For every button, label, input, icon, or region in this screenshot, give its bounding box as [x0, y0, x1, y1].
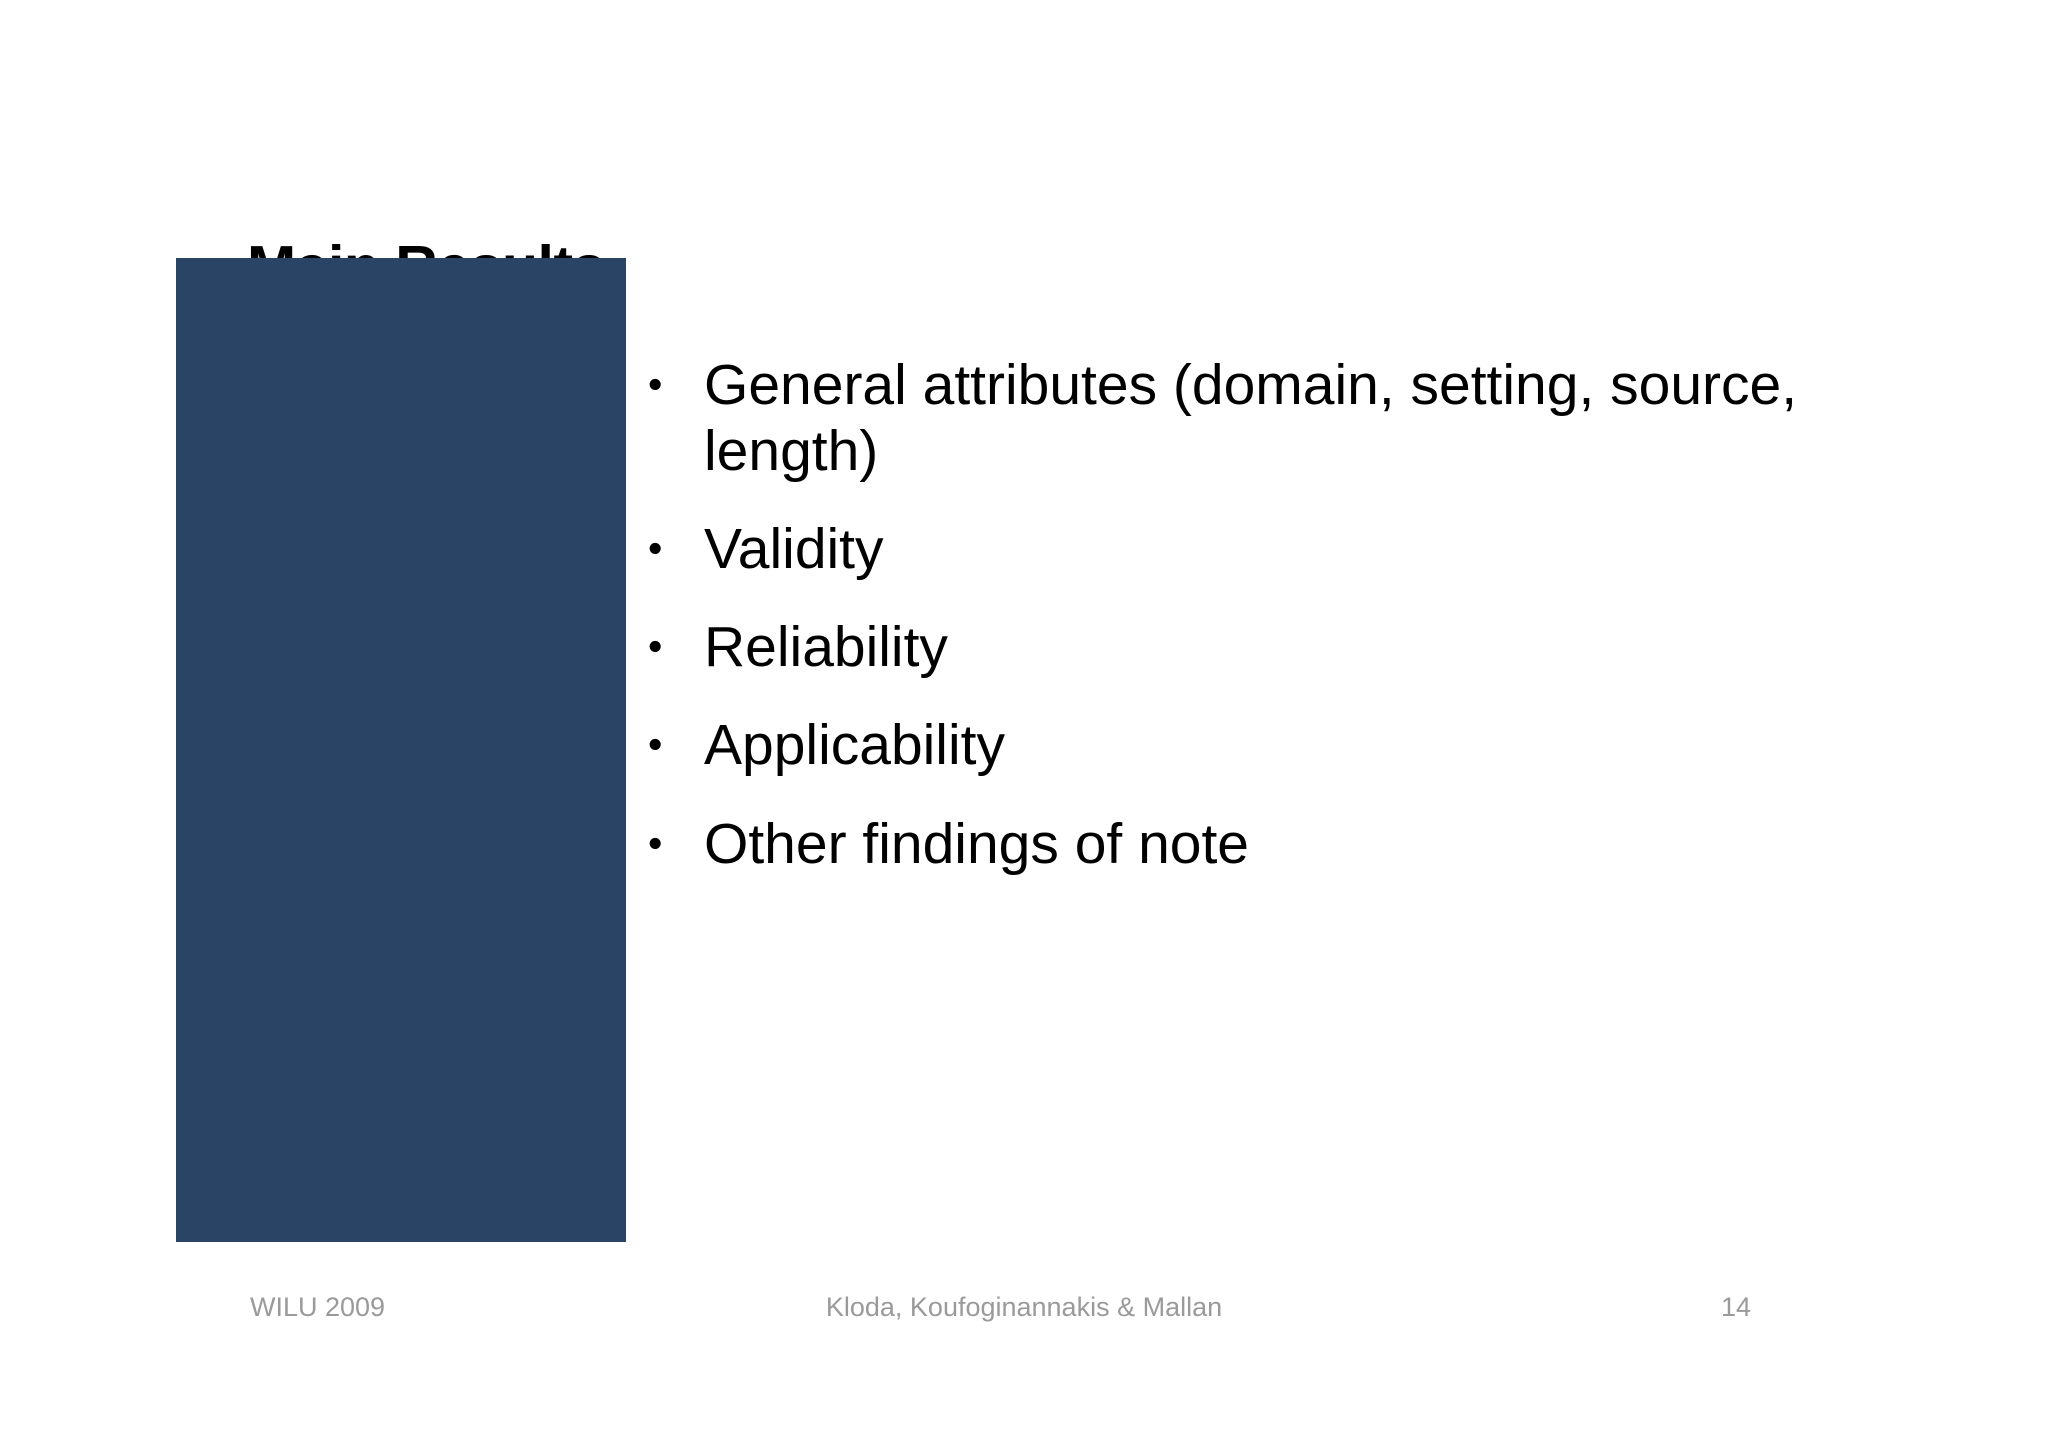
blue-content-placeholder	[176, 258, 626, 1242]
list-item-label: Validity	[704, 517, 884, 582]
bullet-point-icon: •	[648, 721, 663, 768]
list-item: • Reliability	[648, 614, 1908, 680]
footer-authors-label: Kloda, Koufoginannakis & Mallan	[825, 1292, 1223, 1322]
footer-page-number: 14	[1720, 1292, 1751, 1322]
list-item-label: Reliability	[704, 615, 948, 680]
bullet-list: • General attributes (domain, setting, s…	[648, 352, 1908, 877]
bullet-point-icon: •	[648, 623, 663, 670]
list-item: • Validity	[648, 516, 1908, 582]
list-item: • Applicability	[648, 712, 1908, 778]
list-item: • Other findings of note	[648, 811, 1908, 877]
list-item-label: Applicability	[704, 713, 1005, 778]
slide-footer: WILU 2009 Kloda, Koufoginannakis & Malla…	[0, 1292, 2048, 1342]
bullet-point-icon: •	[648, 361, 663, 407]
bullet-point-icon: •	[648, 525, 663, 572]
list-item: • General attributes (domain, setting, s…	[648, 352, 1908, 484]
bullet-point-icon: •	[648, 819, 663, 866]
list-item-label: General attributes (domain, setting, sou…	[704, 353, 1798, 484]
footer-event-label: WILU 2009	[250, 1292, 386, 1322]
list-item-label: Other findings of note	[704, 811, 1250, 876]
